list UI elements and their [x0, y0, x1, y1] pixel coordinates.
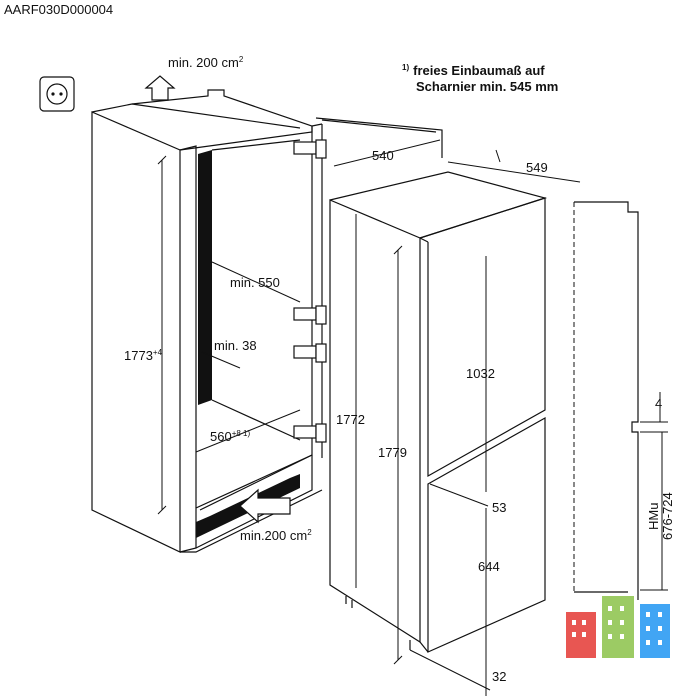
min-gap-label: min. 38	[214, 338, 257, 353]
note-line-1: 1)freies Einbaumaß auf	[402, 63, 545, 78]
note-line-2: Scharnier min. 545 mm	[416, 79, 558, 94]
door-gap-label: 53	[492, 500, 506, 515]
appliance-height-label: 1772	[336, 412, 365, 427]
side-elevation	[573, 201, 639, 600]
upper-door-height-label: 1032	[466, 366, 495, 381]
niche-width-label: 560+8 1)	[210, 429, 250, 444]
air-flow-arrow-icon	[239, 488, 291, 524]
hinge-icon-top	[293, 139, 327, 159]
hinge-icon-mid-1	[293, 305, 327, 325]
hmu-label: HMu	[646, 503, 661, 530]
min-depth-label: min. 550	[230, 275, 280, 290]
air-flow-arrow-icon	[144, 75, 176, 101]
lower-door-height-label: 644	[478, 559, 500, 574]
side-gap-label: 4	[655, 396, 662, 411]
appliance-depth-label: 549	[526, 160, 548, 175]
hinge-icon-mid-2	[293, 343, 327, 363]
hmu-label-group: HMu 676-724	[646, 492, 675, 540]
niche-height-label: 1773+4	[124, 348, 163, 363]
hinge-icon-bottom	[293, 423, 327, 443]
power-socket-icon	[39, 76, 75, 112]
appliance-width-label: 540	[372, 148, 394, 163]
plinth-label: 32	[492, 669, 506, 684]
vent-bottom-label: min.200 cm2	[240, 528, 312, 543]
appliance-total-height-label: 1779	[378, 445, 407, 460]
vent-top-label: min. 200 cm2	[168, 55, 244, 70]
fridge-appliance	[329, 171, 548, 653]
building-logo-icon	[566, 596, 670, 658]
hmu-range-label: 676-724	[660, 492, 675, 540]
drawing-code: AARF030D000004	[4, 2, 113, 17]
